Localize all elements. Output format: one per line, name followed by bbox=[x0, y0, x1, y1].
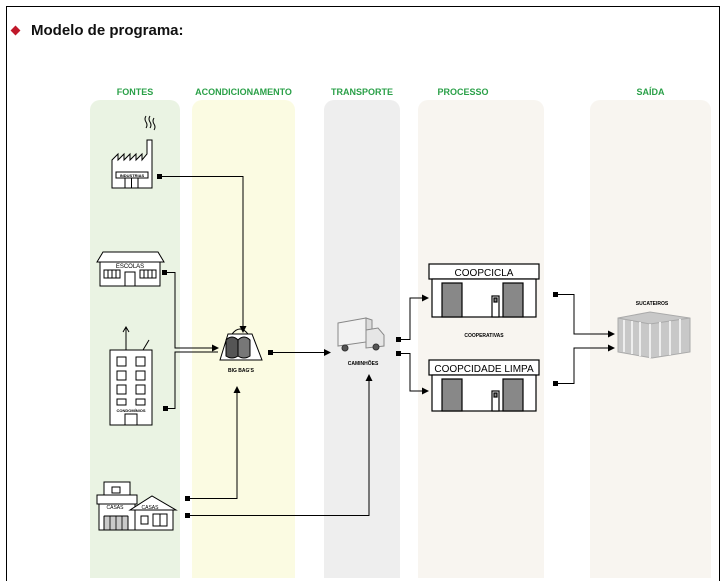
label-sucateiros: SUCATEIROS bbox=[636, 301, 669, 307]
label-escolas: ESCOLAS bbox=[116, 264, 144, 270]
label-casas-right: CASAS bbox=[142, 505, 160, 511]
flow-arrows bbox=[157, 174, 615, 518]
factory-icon bbox=[111, 115, 156, 189]
coopcidade-limpa-building-icon bbox=[428, 359, 540, 412]
truck-icon bbox=[337, 317, 385, 352]
header-fontes: FONTES bbox=[116, 87, 154, 97]
scrap-pile-icon bbox=[617, 311, 691, 359]
label-coopcicla: COOPCICLA bbox=[455, 268, 514, 279]
label-industrias: INDUSTRIAS bbox=[120, 173, 145, 178]
label-cooperativas: COOPERATIVAS bbox=[464, 333, 504, 339]
label-big-bags: BIG BAG'S bbox=[228, 368, 255, 374]
school-icon bbox=[96, 251, 165, 287]
houses-icon bbox=[96, 481, 178, 531]
header-saida: SAÍDA bbox=[636, 87, 665, 97]
lane-processo bbox=[418, 100, 544, 578]
big-bags-icon bbox=[219, 328, 263, 361]
coopcicla-building-icon bbox=[428, 263, 540, 318]
label-casas-left: CASAS bbox=[107, 505, 125, 511]
apartment-building-icon bbox=[109, 326, 153, 426]
header-transporte: TRANSPORTE bbox=[330, 87, 393, 97]
title-row: Modelo de programa: bbox=[10, 20, 184, 40]
page-title: Modelo de programa: bbox=[31, 21, 184, 39]
header-acondicionamento: ACONDICIONAMENTO bbox=[195, 87, 292, 97]
label-condominios: CONDOMÍNIOS bbox=[116, 408, 145, 413]
header-processo: PROCESSO bbox=[437, 87, 489, 97]
label-coopcidade-limpa: COOPCIDADE LIMPA bbox=[434, 364, 534, 375]
label-caminhoes: CAMINHÕES bbox=[348, 360, 379, 367]
